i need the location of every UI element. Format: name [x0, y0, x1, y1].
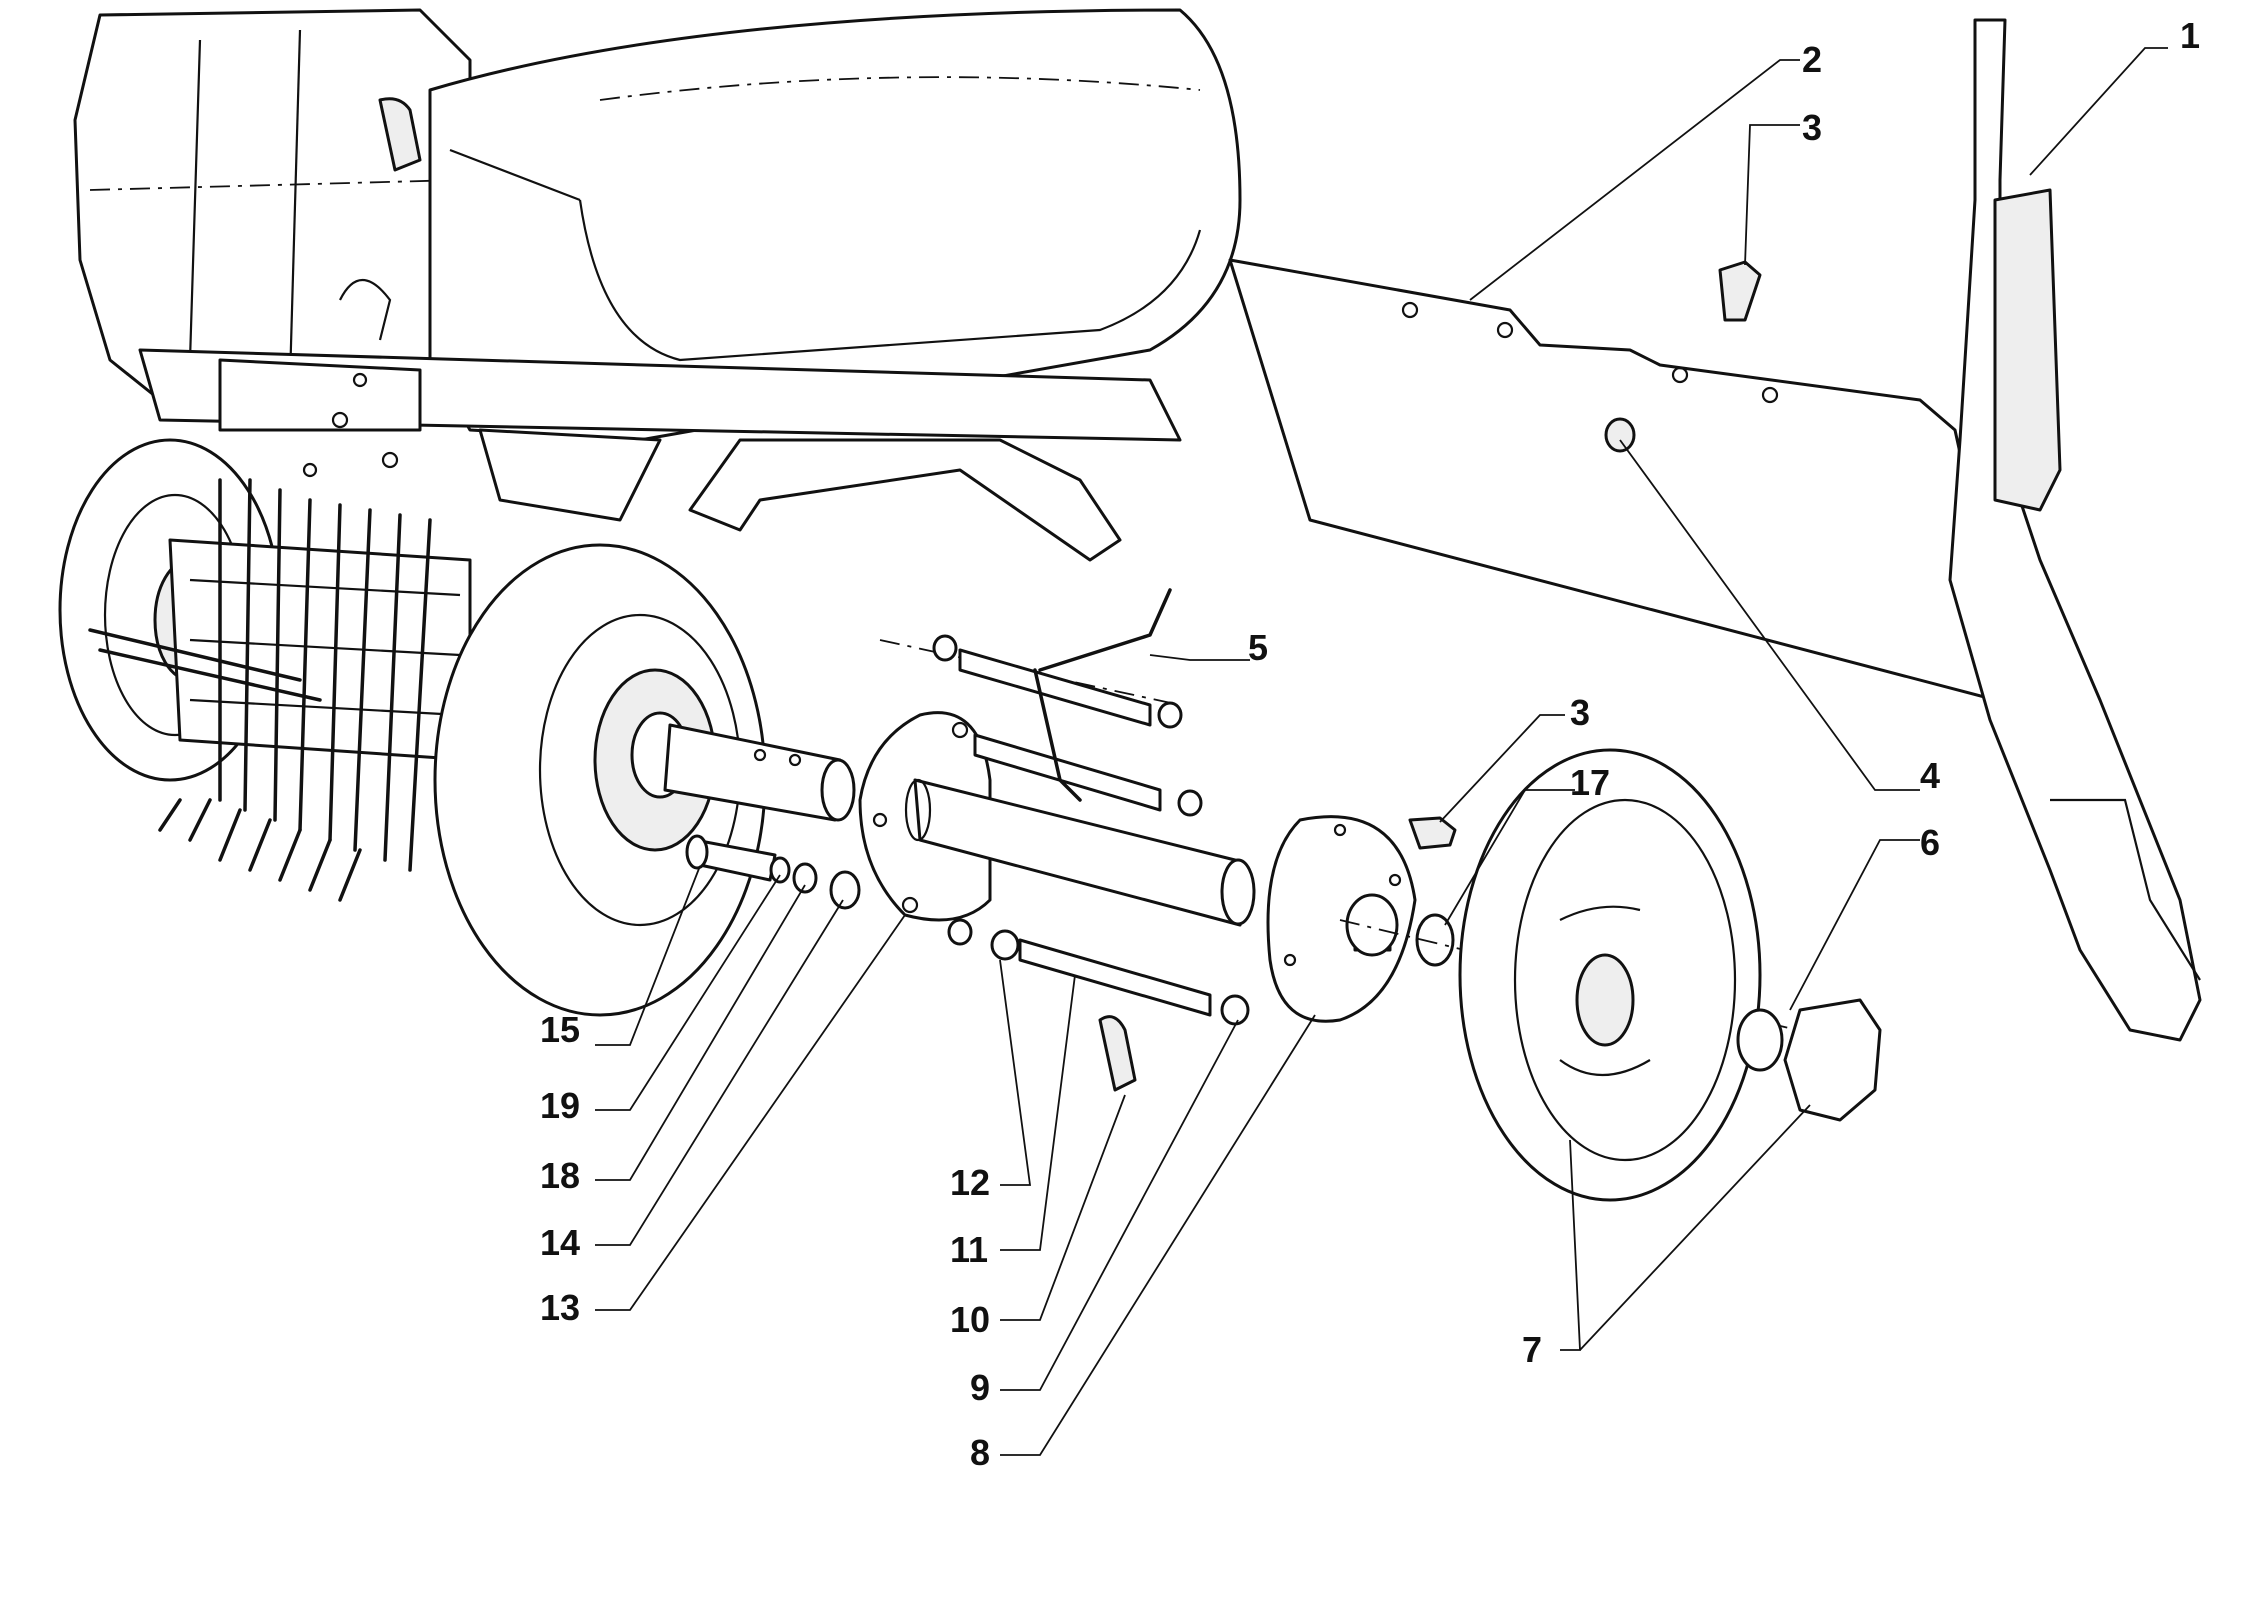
callout-1: 1: [2180, 15, 2200, 56]
callout-13: 13: [540, 1287, 580, 1328]
callout-4: 4: [1920, 755, 1940, 796]
callout-7: 7: [1522, 1329, 1542, 1370]
callout-17: 17: [1570, 762, 1610, 803]
callout-10: 10: [950, 1299, 990, 1340]
machine-housing: [73, 8, 1242, 562]
leader-lines: [595, 47, 2168, 1456]
callout-6: 6: [1920, 822, 1940, 863]
hub-flange: [1266, 815, 1417, 1023]
scarifier-reel: [88, 478, 472, 902]
callout-9: 9: [970, 1367, 990, 1408]
side-guard: [1228, 258, 2017, 707]
front-wheel: [433, 543, 856, 1017]
callout-15: 15: [540, 1009, 580, 1050]
rods-and-bushes: [879, 588, 1256, 1092]
callout-8: 8: [970, 1432, 990, 1473]
callout-2: 2: [1802, 39, 1822, 80]
callout-3-lower: 3: [1570, 692, 1590, 733]
callout-14: 14: [540, 1222, 580, 1263]
grass-deflector: [1948, 18, 2202, 1042]
callout-5: 5: [1248, 627, 1268, 668]
callout-18: 18: [540, 1155, 580, 1196]
hub-bolt: [1408, 816, 1457, 967]
bolt-and-washers: [685, 834, 861, 910]
callout-19: 19: [540, 1085, 580, 1126]
callout-12: 12: [950, 1162, 990, 1203]
callout-11: 11: [950, 1229, 988, 1270]
callout-3-upper: 3: [1802, 107, 1822, 148]
wheel-assembly: [1339, 748, 1882, 1202]
